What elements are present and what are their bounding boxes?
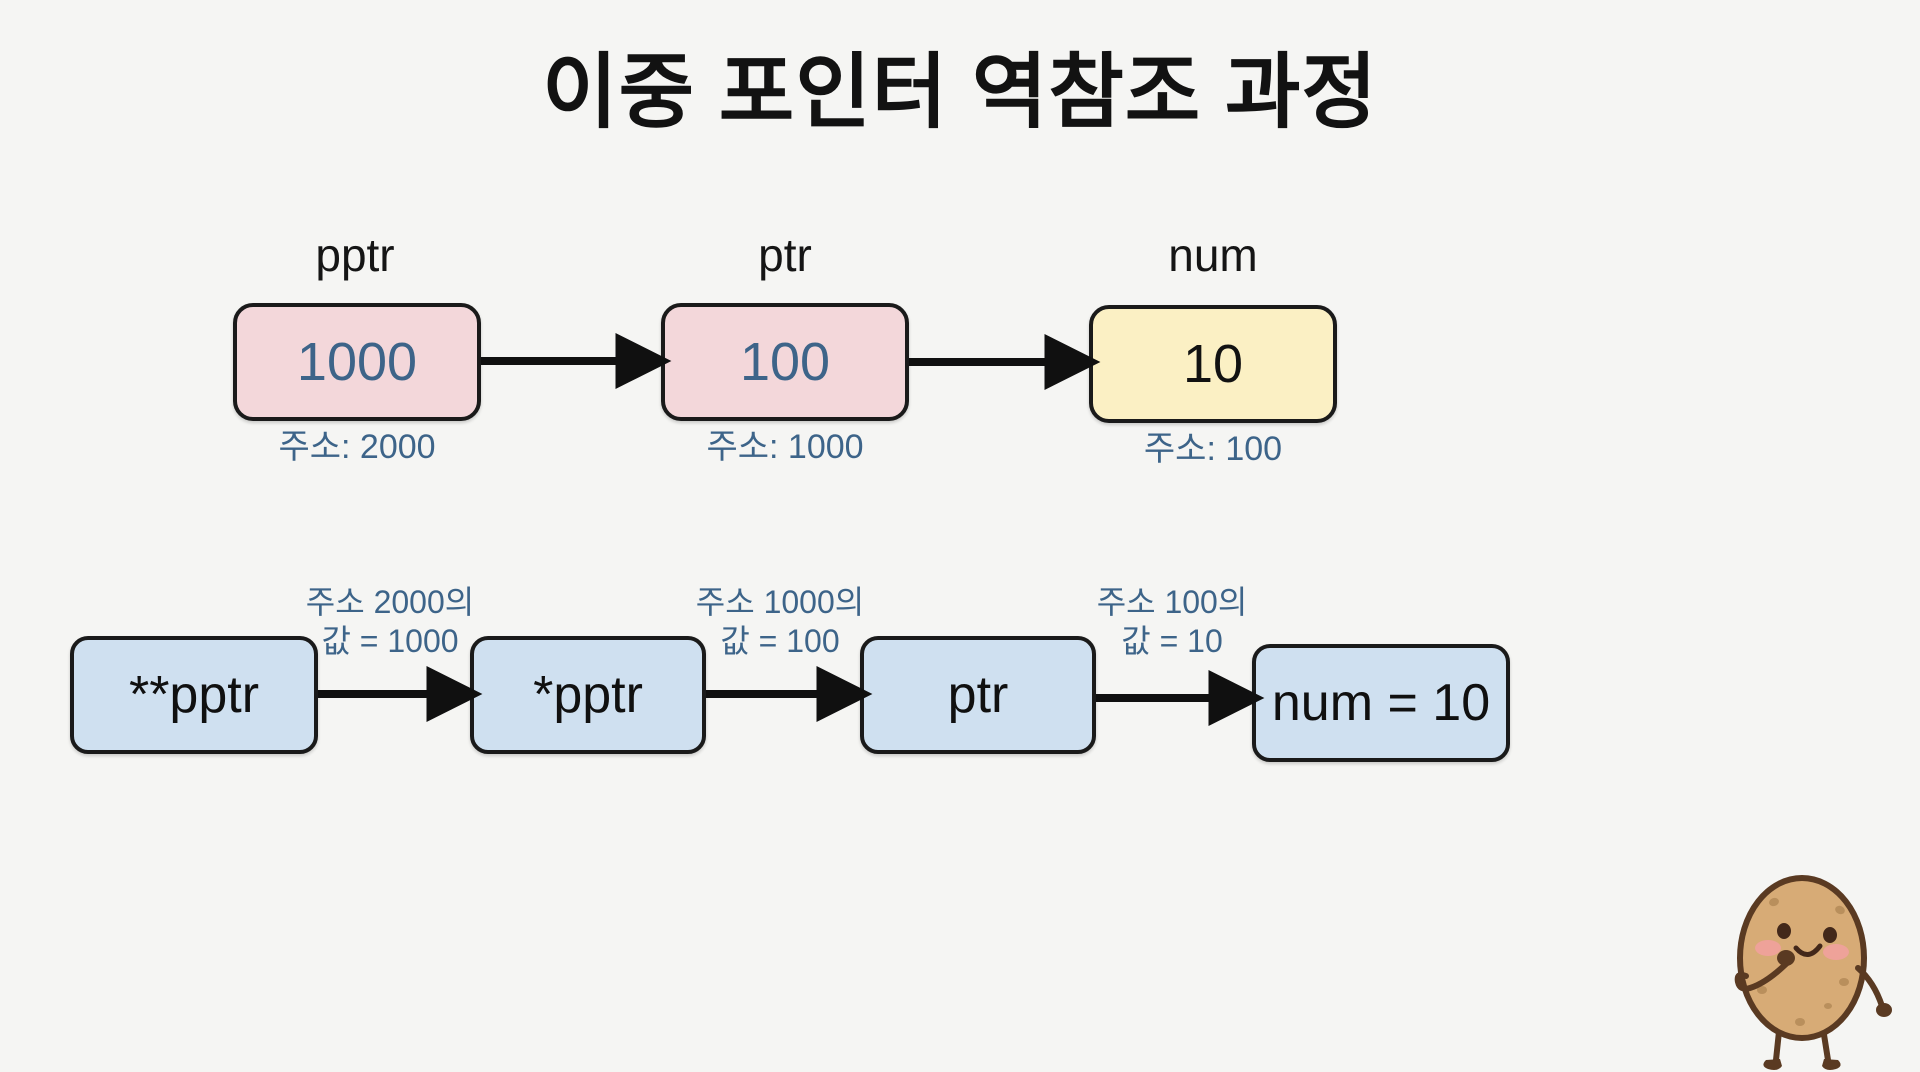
potato-body bbox=[1737, 875, 1867, 1041]
potato-spot bbox=[1769, 897, 1779, 907]
memory-cell-value-ptr: 100 bbox=[739, 332, 831, 392]
potato-eye-left bbox=[1777, 923, 1791, 939]
memory-cell-label-num: num bbox=[1168, 229, 1258, 281]
memory-cell-num[interactable]: 10 bbox=[1089, 305, 1337, 423]
potato-spot bbox=[1835, 905, 1845, 915]
deref-edge-label-1: 주소 2000의 값 = 1000 bbox=[305, 584, 475, 660]
potato-spot bbox=[1795, 1018, 1805, 1026]
potato-foot-left bbox=[1763, 1059, 1782, 1070]
deref-edge-label-3: 주소 100의 값 = 10 bbox=[1096, 584, 1248, 660]
deref-step-1[interactable]: **pptr bbox=[70, 636, 318, 754]
deref-step-3-label: ptr bbox=[947, 666, 1009, 724]
memory-cell-value-pptr: 1000 bbox=[296, 332, 418, 392]
potato-hand-right bbox=[1876, 1003, 1892, 1017]
deref-step-1-label: **pptr bbox=[128, 666, 260, 724]
potato-spot bbox=[1824, 1003, 1832, 1009]
memory-cell-label-pptr: pptr bbox=[315, 229, 395, 281]
potato-arm-right bbox=[1855, 965, 1885, 1009]
page-title: 이중 포인터 역참조 과정 bbox=[542, 47, 1378, 138]
deref-step-4[interactable]: num = 10 bbox=[1252, 644, 1510, 762]
memory-cell-pptr[interactable]: 1000 bbox=[233, 303, 481, 421]
potato-hand-left bbox=[1777, 950, 1795, 966]
memory-cell-ptr[interactable]: 100 bbox=[661, 303, 909, 421]
potato-blush-left bbox=[1755, 940, 1781, 956]
potato-blush-right bbox=[1823, 944, 1849, 960]
deref-edge-label-2: 주소 1000의 값 = 100 bbox=[695, 584, 865, 660]
potato-character bbox=[1734, 875, 1892, 1070]
deref-step-3[interactable]: ptr bbox=[860, 636, 1096, 754]
potato-eye-right bbox=[1823, 927, 1837, 943]
memory-cell-address-num: 주소: 100 bbox=[1143, 430, 1283, 468]
deref-step-4-label: num = 10 bbox=[1271, 674, 1491, 732]
potato-spot bbox=[1839, 978, 1849, 986]
deref-step-2[interactable]: *pptr bbox=[470, 636, 706, 754]
potato-smile bbox=[1793, 943, 1823, 957]
memory-cell-value-num: 10 bbox=[1182, 334, 1244, 394]
memory-cell-address-pptr: 주소: 2000 bbox=[278, 428, 436, 466]
deref-step-2-label: *pptr bbox=[533, 666, 643, 724]
memory-cell-label-ptr: ptr bbox=[758, 229, 812, 281]
potato-spot bbox=[1757, 986, 1767, 994]
potato-arm-left bbox=[1734, 961, 1789, 992]
memory-cell-address-ptr: 주소: 1000 bbox=[706, 428, 864, 466]
potato-foot-right bbox=[1822, 1059, 1841, 1070]
